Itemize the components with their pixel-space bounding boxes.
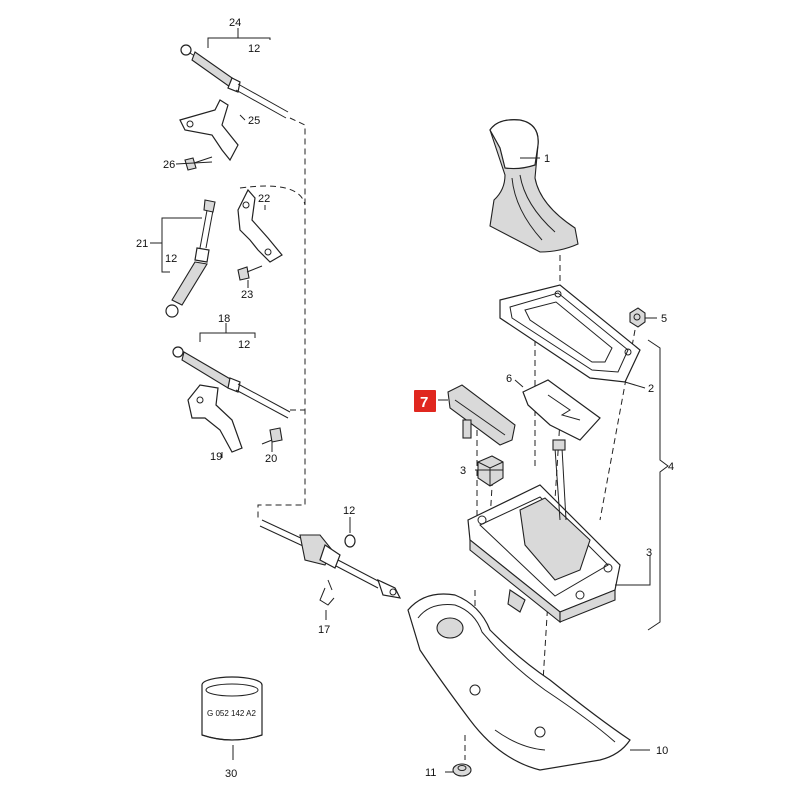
bolt-20[interactable]: [261, 427, 283, 445]
callout-18[interactable]: 18: [218, 313, 230, 325]
o-ring-12[interactable]: [344, 534, 356, 548]
trim-panel[interactable]: [522, 379, 601, 441]
bracket-22[interactable]: [237, 188, 283, 263]
callout-26[interactable]: 26: [163, 159, 175, 171]
cable-main[interactable]: [259, 519, 402, 599]
callout-22[interactable]: 22: [258, 193, 270, 205]
callout-labels: 1 2 3 3 4 5 6 10 11 12 12 12 12 17 18 19…: [136, 17, 674, 780]
bracket-25[interactable]: [179, 99, 239, 162]
gear-knob[interactable]: [489, 119, 579, 253]
bolt-26[interactable]: [184, 156, 213, 171]
callout-25[interactable]: 25: [248, 115, 260, 127]
callout-24[interactable]: 24: [229, 17, 241, 29]
ring-marking: G 052 142 A2: [207, 709, 256, 718]
base-plate[interactable]: [407, 593, 631, 771]
cable-24[interactable]: [180, 44, 289, 119]
bracket-4: [647, 339, 669, 631]
highlight-label: 7: [420, 394, 428, 411]
callout-30[interactable]: 30: [225, 768, 237, 780]
callout-4[interactable]: 4: [668, 461, 674, 473]
callout-12-middle[interactable]: 12: [165, 253, 177, 265]
cable-21[interactable]: [165, 199, 216, 318]
callout-19[interactable]: 19: [210, 451, 222, 463]
callout-3-mechanism[interactable]: 3: [646, 547, 652, 559]
callout-12-top[interactable]: 12: [248, 43, 260, 55]
highlight-callout-7[interactable]: 7: [414, 390, 436, 412]
callout-1[interactable]: 1: [544, 153, 550, 165]
callout-12-cable[interactable]: 12: [343, 505, 355, 517]
callout-2[interactable]: 2: [648, 383, 654, 395]
callout-17[interactable]: 17: [318, 624, 330, 636]
switch-3[interactable]: [477, 455, 504, 487]
callout-3-switch[interactable]: 3: [460, 465, 466, 477]
clip-11[interactable]: [452, 763, 472, 777]
callout-10[interactable]: 10: [656, 745, 668, 757]
bracket-19[interactable]: [187, 384, 243, 453]
cable-18[interactable]: [172, 346, 291, 419]
callout-21[interactable]: 21: [136, 238, 148, 250]
cover-frame[interactable]: [499, 284, 641, 383]
selector-mechanism[interactable]: [467, 439, 621, 624]
callout-6[interactable]: 6: [506, 373, 512, 385]
callout-23[interactable]: 23: [241, 289, 253, 301]
callout-12-lower[interactable]: 12: [238, 339, 250, 351]
part-7[interactable]: [447, 384, 516, 446]
bushing-30[interactable]: G 052 142 A2: [201, 676, 263, 741]
nut-5[interactable]: [629, 307, 646, 328]
leader-lines: [150, 28, 657, 773]
clip-17[interactable]: [319, 579, 335, 606]
callout-5[interactable]: 5: [661, 313, 667, 325]
bolt-23[interactable]: [237, 265, 263, 281]
callout-11[interactable]: 11: [425, 767, 436, 779]
callout-20[interactable]: 20: [265, 453, 277, 465]
